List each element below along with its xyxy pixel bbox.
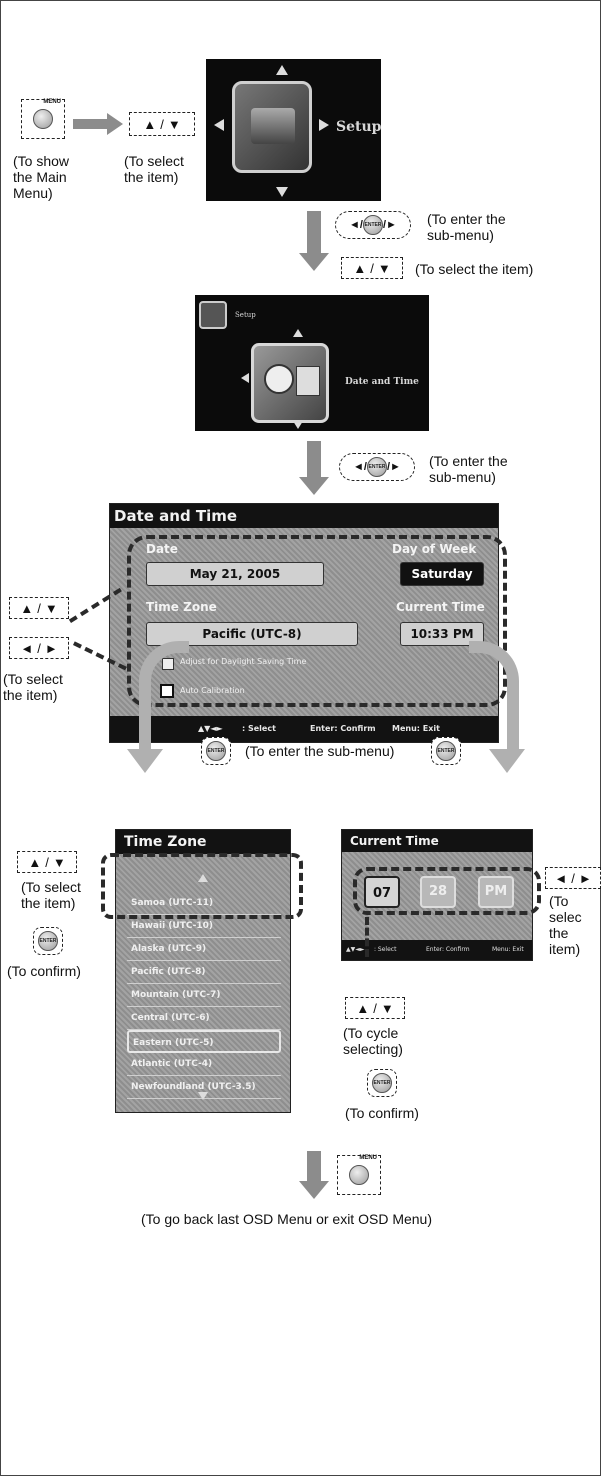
note-enter-submenu-3: (To enter the sub-menu)	[245, 743, 394, 759]
note-select-item-ct: (To selec the item)	[549, 893, 600, 957]
note-select-item: (To select the item)	[124, 153, 184, 185]
enter-key-ct[interactable]: ENTER	[367, 1069, 397, 1097]
updown-key-2[interactable]: ▲/▼	[341, 257, 403, 279]
arrow-down-icon	[299, 211, 329, 271]
enter-key-right[interactable]: ENTER	[431, 737, 461, 765]
menu-key-bottom[interactable]: MENU	[337, 1155, 381, 1195]
ct-footer-exit: Menu: Exit	[492, 940, 524, 960]
curved-arrow-left-icon	[119, 641, 199, 791]
calendar-icon	[296, 366, 320, 396]
ct-selection-outline	[353, 867, 541, 915]
down-arrow-icon	[276, 187, 288, 197]
updown-key[interactable]: ▲/▼	[129, 112, 195, 136]
enter-button-icon-4: ENTER	[436, 741, 456, 761]
clock-icon	[264, 364, 294, 394]
date-time-title: Date and Time	[110, 504, 498, 528]
enter-button-icon-5: ENTER	[38, 931, 58, 951]
hour-connector	[365, 917, 373, 957]
nav-arrows-icon-2: ▲▼◄►	[346, 940, 364, 960]
small-setup-cube-icon	[199, 301, 227, 329]
small-setup-label: Setup	[235, 311, 256, 319]
arrow-down-icon-2	[299, 441, 329, 495]
leftright-key[interactable]: ◄/►	[9, 637, 69, 659]
note-confirm-tz: (To confirm)	[7, 963, 81, 979]
leftright-key-ct[interactable]: ◄/►	[545, 867, 601, 889]
date-and-time-label: Date and Time	[345, 377, 419, 387]
updown-key-4[interactable]: ▲/▼	[17, 851, 77, 873]
tz-list-item[interactable]: Atlantic (UTC-4)	[127, 1053, 281, 1076]
setup-label: Setup	[336, 119, 381, 135]
menu-button-icon	[33, 109, 53, 129]
footer-confirm: Enter: Confirm	[310, 716, 376, 742]
enter-button-icon-3: ENTER	[206, 741, 226, 761]
enter-button-icon-2: ENTER	[367, 457, 387, 477]
scroll-down-icon	[198, 1092, 208, 1100]
enter-button-icon: ENTER	[363, 215, 383, 235]
tz-list-item[interactable]: Mountain (UTC-7)	[127, 984, 281, 1007]
note-select-item-3: (To select the item)	[3, 671, 63, 703]
tz-list-item[interactable]: Central (UTC-6)	[127, 1007, 281, 1030]
menu-button-icon-2	[349, 1165, 369, 1185]
menu-key-label: MENU	[43, 99, 61, 105]
arrow-right-icon	[73, 115, 125, 133]
note-select-item-4: (To select the item)	[21, 879, 81, 911]
current-time-title: Current Time	[342, 830, 532, 852]
note-select-item-inline: (To select the item)	[415, 261, 533, 277]
left-enter-right-key-2[interactable]: ◄/ ENTER /►	[339, 453, 415, 481]
tz-selection-outline	[101, 853, 303, 919]
ct-footer-confirm: Enter: Confirm	[426, 940, 470, 960]
tz-list-item[interactable]: Alaska (UTC-9)	[127, 938, 281, 961]
note-show-main-menu: (To show the Main Menu)	[13, 153, 69, 201]
enter-key-left[interactable]: ENTER	[201, 737, 231, 765]
curved-arrow-right-icon	[469, 641, 549, 791]
updown-key-ct[interactable]: ▲/▼	[345, 997, 405, 1019]
left-arrow-icon-2	[241, 373, 249, 383]
up-arrow-icon-2	[293, 329, 303, 337]
arrow-down-icon-3	[299, 1151, 329, 1199]
note-confirm-ct: (To confirm)	[345, 1105, 419, 1121]
footer-select: : Select	[242, 716, 276, 742]
note-cycle-selecting: (To cycle selecting)	[343, 1025, 403, 1057]
note-enter-submenu: (To enter the sub-menu)	[427, 211, 506, 243]
setup-cube-icon	[232, 81, 312, 173]
note-go-back: (To go back last OSD Menu or exit OSD Me…	[141, 1211, 432, 1227]
tz-list-item[interactable]: Pacific (UTC-8)	[127, 961, 281, 984]
up-arrow-icon	[276, 65, 288, 75]
left-enter-right-key[interactable]: ◄/ ENTER /►	[335, 211, 411, 239]
setup-submenu-screen: Setup Date and Time	[195, 295, 429, 431]
updown-key-3[interactable]: ▲/▼	[9, 597, 69, 619]
ct-footer-select: : Select	[374, 940, 396, 960]
menu-key-label-2: MENU	[359, 1155, 377, 1161]
time-zone-title: Time Zone	[116, 830, 290, 854]
enter-key-tz[interactable]: ENTER	[33, 927, 63, 955]
main-menu-screen: Setup	[206, 59, 381, 201]
menu-key[interactable]: MENU	[21, 99, 65, 139]
right-arrow-icon	[319, 119, 329, 131]
tz-list-item[interactable]: Eastern (UTC-5)	[127, 1030, 281, 1053]
left-arrow-icon	[214, 119, 224, 131]
enter-button-icon-6: ENTER	[372, 1073, 392, 1093]
date-time-cube-icon	[251, 343, 329, 423]
note-enter-submenu-2: (To enter the sub-menu)	[429, 453, 508, 485]
